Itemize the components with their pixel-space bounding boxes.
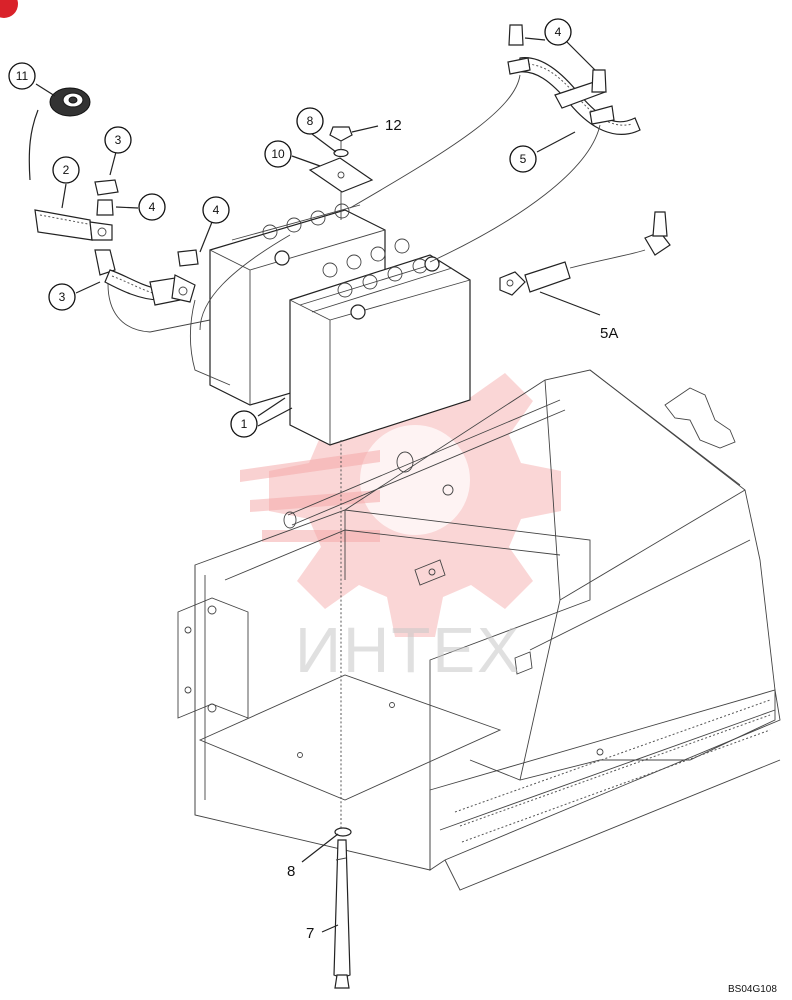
callout-3-lower-number: 3 (59, 290, 66, 304)
grommet-11 (49, 87, 91, 117)
washer-top (333, 148, 349, 158)
boot-3-upper (94, 179, 119, 196)
callout-2-number: 2 (63, 163, 70, 177)
label-12: 12 (385, 117, 402, 134)
callout-10: 10 (264, 140, 292, 168)
hold-down-plate (308, 157, 374, 193)
label-8-bottom: 8 (287, 863, 295, 880)
cable-3-lower (94, 249, 211, 333)
callout-11: 11 (8, 62, 36, 90)
nut-12 (329, 126, 353, 142)
callout-1: 1 (230, 410, 258, 438)
callout-1-number: 1 (241, 417, 248, 431)
callout-3-upper-number: 3 (115, 133, 122, 147)
leader-lines (35, 37, 601, 933)
cap-4-mid (177, 249, 199, 267)
drawing-code: BS04G108 (728, 984, 777, 995)
front-battery (274, 238, 471, 446)
callout-2: 2 (52, 156, 80, 184)
callout-8-top-number: 8 (307, 114, 314, 128)
callout-8-top: 8 (296, 107, 324, 135)
watermark-text: ИНТЕХ (295, 614, 522, 686)
callout-4-mid-number: 4 (213, 203, 220, 217)
callout-5-number: 5 (520, 152, 527, 166)
callout-11-number: 11 (16, 69, 29, 83)
callout-4-left: 4 (138, 193, 166, 221)
callout-4-strap-number: 4 (555, 25, 562, 39)
callout-4-mid: 4 (202, 196, 230, 224)
callout-10-number: 10 (271, 147, 285, 161)
battery-box-frame (177, 369, 781, 891)
bolt-4-left (96, 199, 114, 216)
label-5a: 5A (600, 325, 618, 342)
corner-badge-icon (0, 0, 18, 18)
callout-4-left-number: 4 (149, 200, 156, 214)
cable-2 (34, 209, 113, 241)
callout-3-upper: 3 (104, 126, 132, 154)
tie-rod (333, 440, 352, 989)
cable-5a (499, 211, 671, 296)
callout-4-strap: 4 (544, 18, 572, 46)
callout-3-lower: 3 (48, 283, 76, 311)
strap (507, 24, 641, 135)
label-7: 7 (306, 925, 314, 942)
callout-5: 5 (509, 145, 537, 173)
